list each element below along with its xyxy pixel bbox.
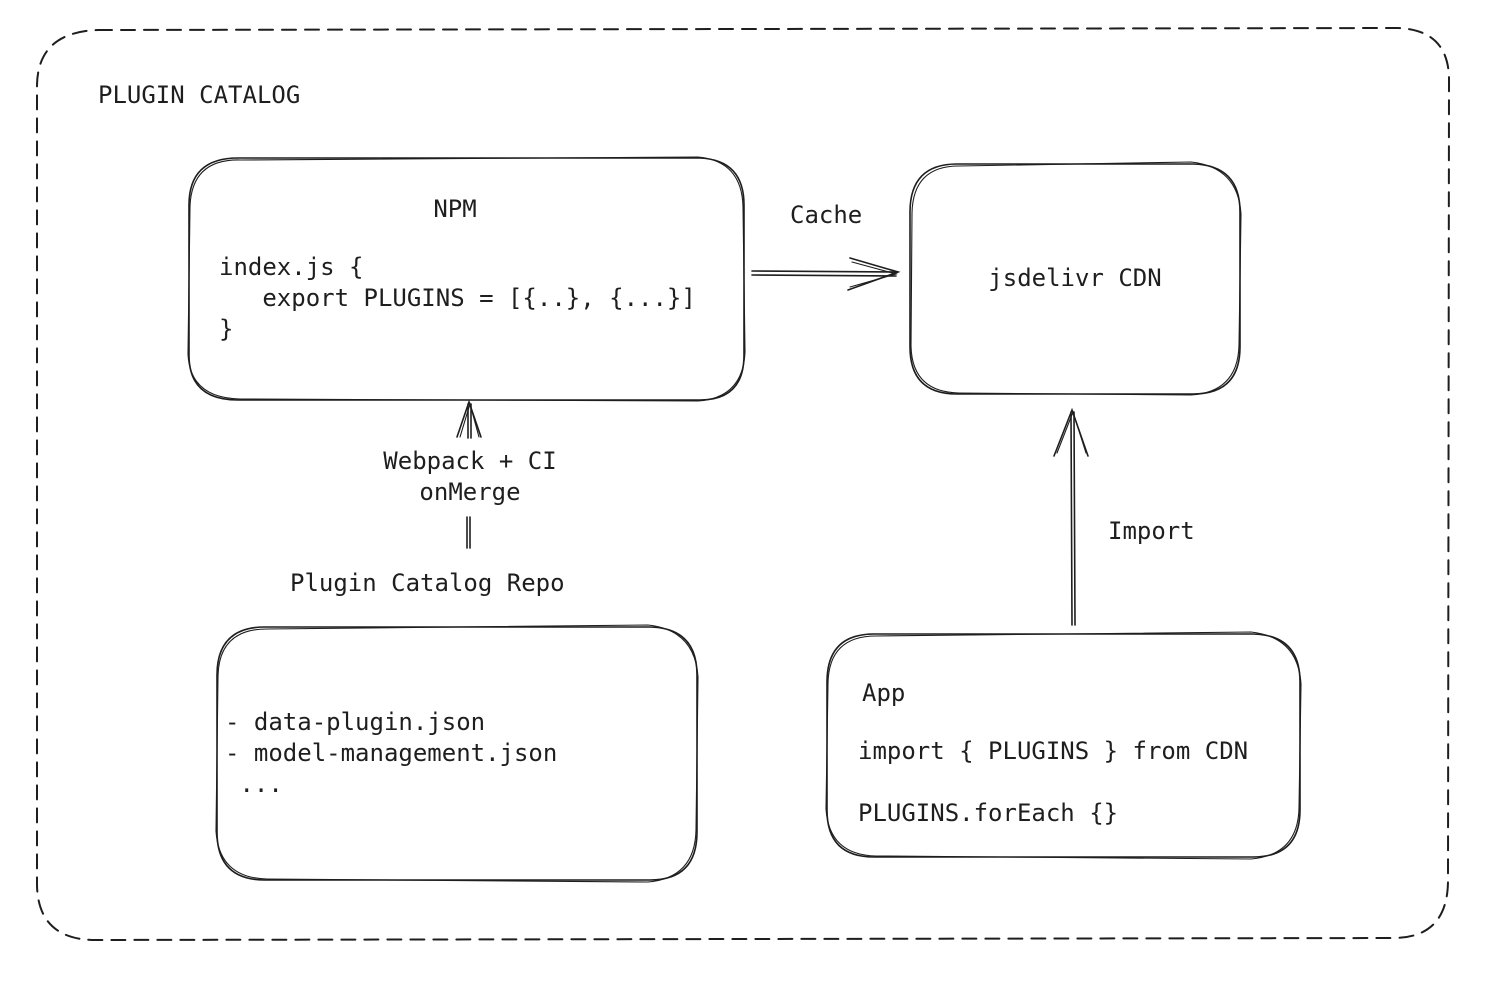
container-title: PLUGIN CATALOG [98,81,301,109]
repo-line-2: - model-management.json [225,739,558,767]
cdn-box [909,161,1242,396]
cdn-title: jsdelivr CDN [988,264,1162,292]
app-line-1: import { PLUGINS } from CDN [858,737,1249,765]
app-line-2: PLUGINS.forEach {} [858,799,1119,827]
npm-line-1: index.js { [219,253,364,281]
import-arrow [1053,407,1089,626]
import-label: Import [1108,517,1195,545]
cache-arrow [751,257,901,291]
npm-line-2: export PLUGINS = [{..}, {...}] [219,284,696,312]
repo-line-1: - data-plugin.json [225,708,486,736]
webpack-label-line-1: Webpack + CI [383,447,557,475]
npm-box [187,156,746,402]
repo-line-3: ... [225,770,283,798]
webpack-arrow [456,399,482,549]
cache-label: Cache [790,201,863,229]
app-title: App [862,679,906,707]
webpack-label-line-2: onMerge [419,478,521,506]
npm-title: NPM [433,195,477,223]
repo-title: Plugin Catalog Repo [290,569,565,597]
plugin-catalog-container [36,26,1451,942]
app-box [825,631,1302,860]
repo-box [215,624,699,883]
npm-line-3: } [219,315,234,343]
